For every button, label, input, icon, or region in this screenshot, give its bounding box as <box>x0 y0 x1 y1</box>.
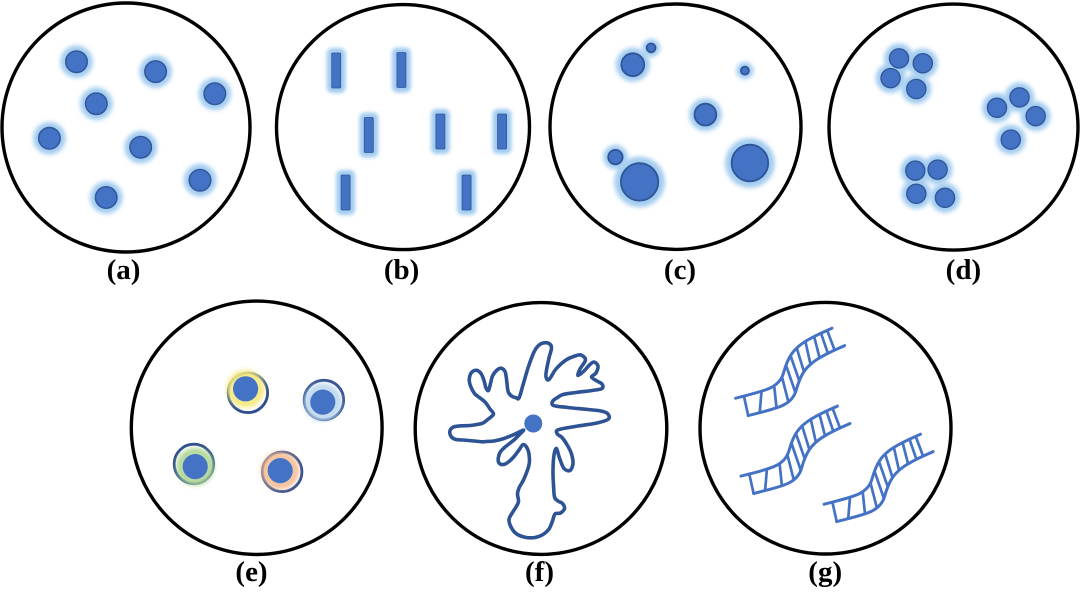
svg-text:(a): (a) <box>107 254 141 286</box>
svg-text:(c): (c) <box>664 254 696 286</box>
svg-text:(e): (e) <box>235 556 267 588</box>
svg-text:(f): (f) <box>525 556 554 588</box>
svg-text:(b): (b) <box>384 254 419 286</box>
svg-text:(d): (d) <box>946 254 981 286</box>
svg-text:(g): (g) <box>808 556 842 588</box>
